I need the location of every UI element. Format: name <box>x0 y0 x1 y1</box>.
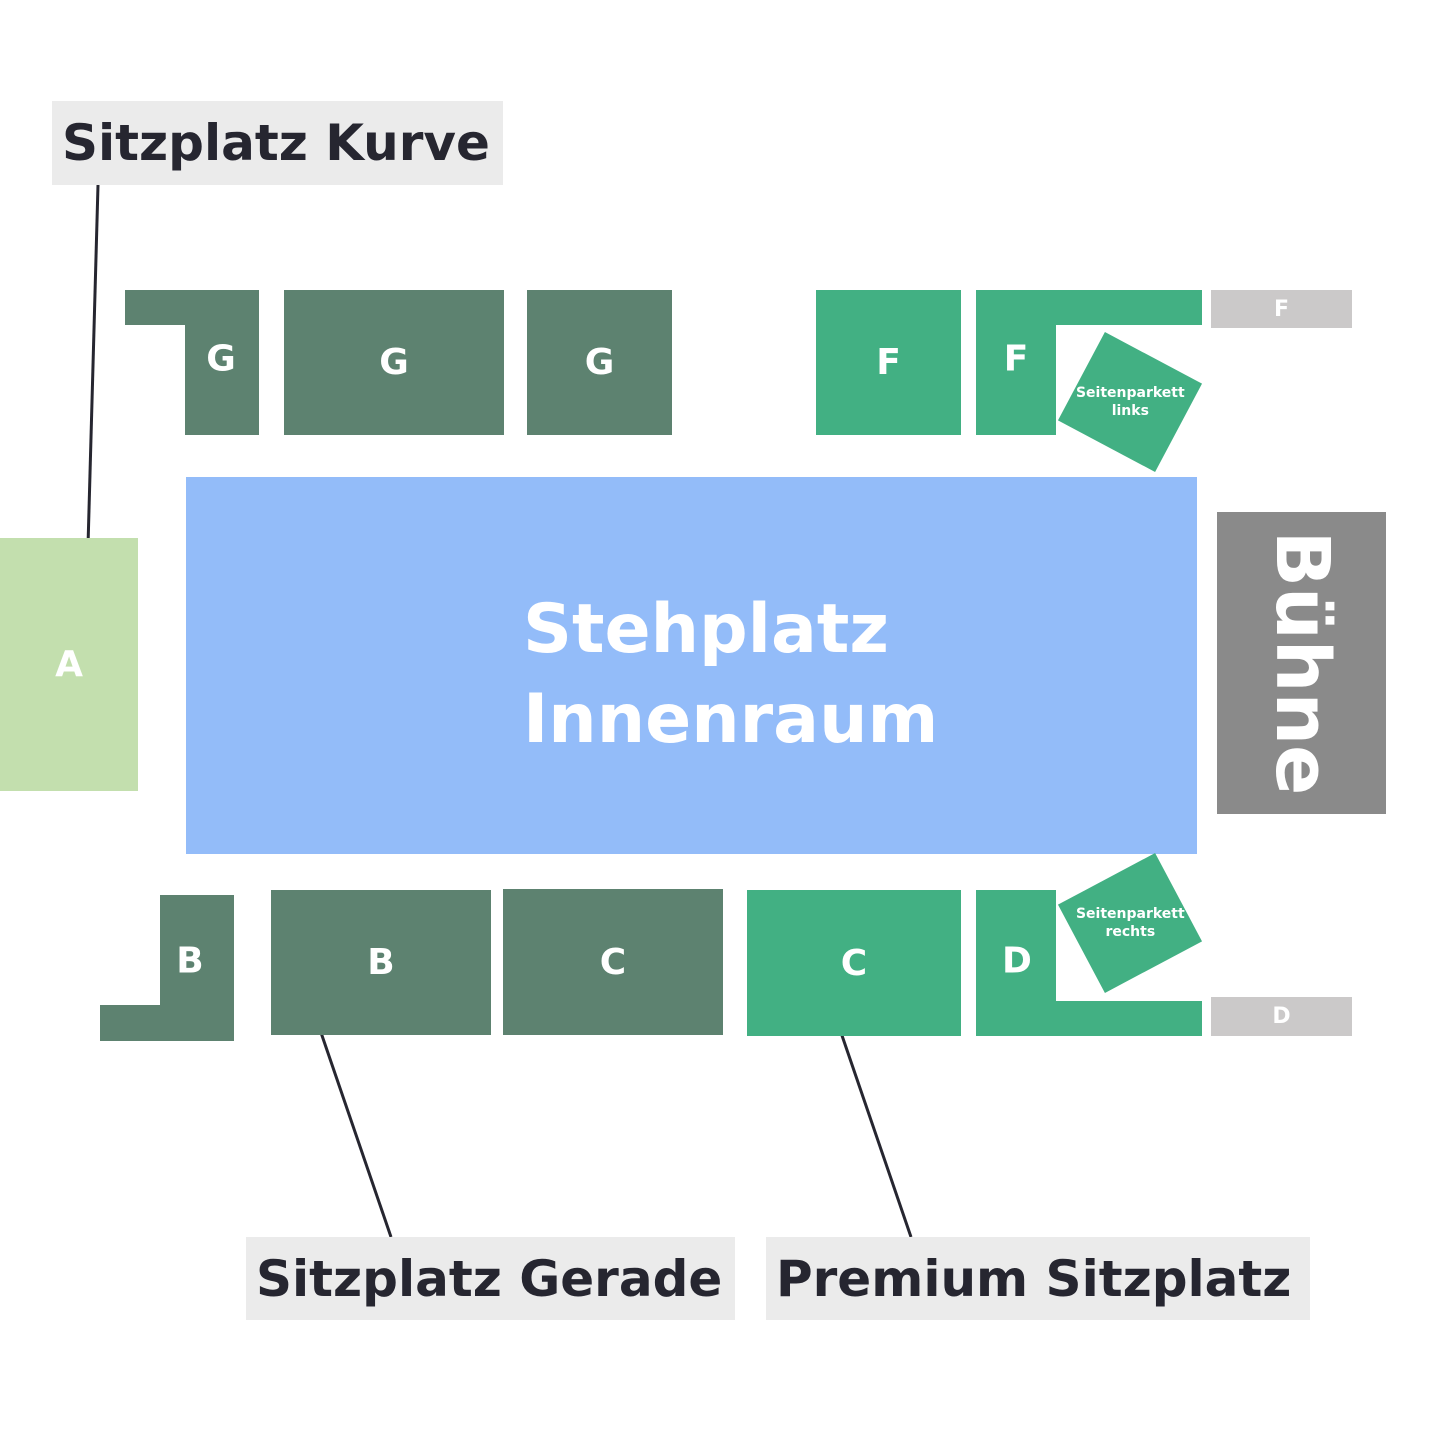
section-g-3[interactable]: G <box>527 290 672 435</box>
section-f-2-label: F <box>1003 338 1029 380</box>
section-g-1-label: G <box>206 338 236 380</box>
callout-sitzplatz-gerade: Sitzplatz Gerade <box>246 1237 735 1320</box>
section-f-small[interactable]: F <box>1211 290 1352 328</box>
section-d-label: D <box>1002 940 1032 982</box>
seitenparkett-rechts-line1: Seitenparkett <box>1075 906 1185 922</box>
section-f-1[interactable]: F <box>816 290 961 435</box>
section-c-2[interactable]: C <box>747 890 961 1036</box>
floor-label-line2: Innenraum <box>523 680 939 759</box>
premium-pointer <box>834 1017 913 1238</box>
section-a[interactable]: A <box>0 538 138 791</box>
section-b-1-label: B <box>176 940 204 982</box>
floor-label-line1: Stehplatz <box>523 590 889 669</box>
gerade-pointer <box>314 1017 393 1238</box>
section-g-2[interactable]: G <box>284 290 504 435</box>
seitenparkett-links-line1: Seitenparkett <box>1075 385 1185 401</box>
section-c-1[interactable]: C <box>503 889 723 1035</box>
callout-sitzplatz-kurve: Sitzplatz Kurve <box>52 101 503 185</box>
kurve-pointer <box>85 184 100 583</box>
section-b-2[interactable]: B <box>271 890 491 1035</box>
floor-standing-area[interactable]: Stehplatz Innenraum <box>186 477 1197 854</box>
seitenparkett-links-line2: links <box>1111 403 1149 419</box>
seitenparkett-rechts-line2: rechts <box>1105 924 1155 940</box>
stage-label: Bühne <box>1258 530 1345 796</box>
section-d-small[interactable]: D <box>1211 997 1352 1036</box>
stage: Bühne <box>1217 512 1386 814</box>
callout-premium-sitzplatz: Premium Sitzplatz <box>766 1237 1310 1320</box>
